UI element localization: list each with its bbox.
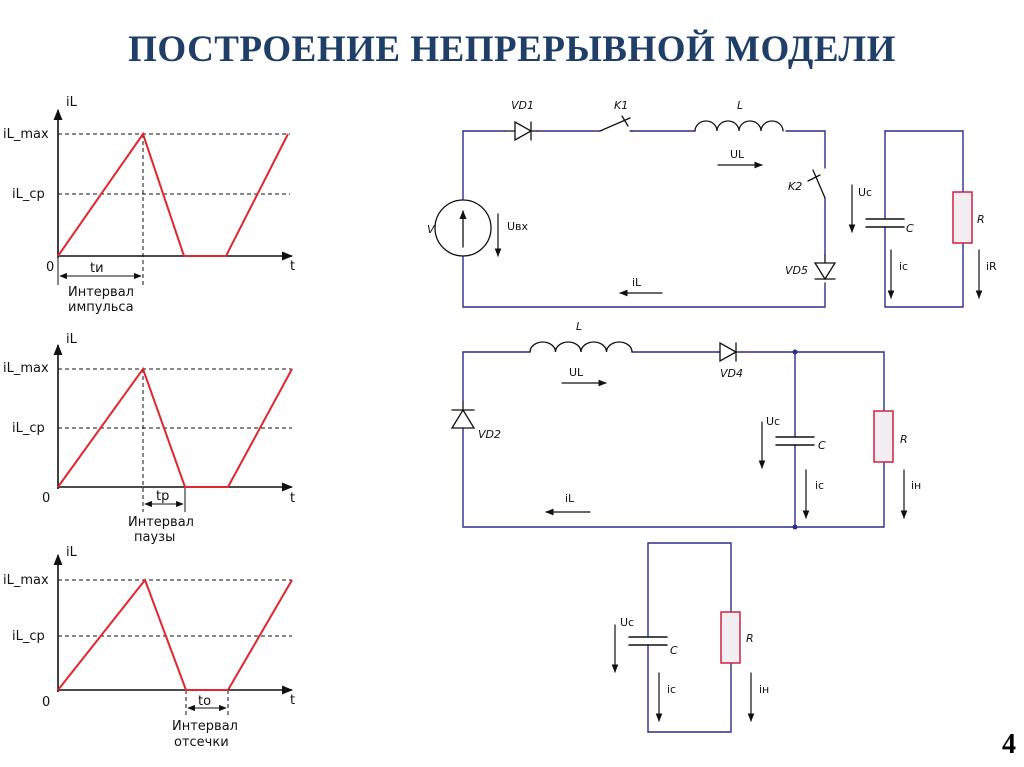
caption-line1: Интервал xyxy=(68,285,134,300)
x-axis-label: t xyxy=(290,693,295,708)
diode-vd1 xyxy=(504,120,538,142)
caption-line2: отсечки xyxy=(174,735,229,750)
label-ic: ic xyxy=(899,260,908,273)
label-v: V xyxy=(427,223,436,236)
y-axis-label: iL xyxy=(66,95,78,110)
max-label: iL_max xyxy=(3,573,49,588)
interval-symbol: to xyxy=(198,694,211,709)
junction-bottom xyxy=(792,524,798,530)
label-uc: Uc xyxy=(766,415,780,428)
capacitor-c xyxy=(865,218,905,228)
resistor-r xyxy=(720,611,741,664)
graph-interval-pause: iL iL_max iL_cp 0 t tp Интервал паузы xyxy=(3,332,295,545)
label-r: R xyxy=(900,433,908,446)
caption-line2: паузы xyxy=(134,530,175,545)
current-waveform xyxy=(57,577,293,691)
circuit-pause: L UL VD4 VD2 Uc C R ic iн iL xyxy=(450,320,921,530)
circuit3-wires xyxy=(647,542,732,733)
caption-line1: Интервал xyxy=(128,515,194,530)
caption-line1: Интервал xyxy=(172,719,238,734)
y-axis-label: iL xyxy=(66,332,78,347)
label-vd4: VD4 xyxy=(720,367,743,380)
page-title: ПОСТРОЕНИЕ НЕПРЕРЫВНОЙ МОДЕЛИ xyxy=(128,29,896,70)
circuit1-wires xyxy=(462,130,964,308)
label-uvx: Uвх xyxy=(507,220,529,233)
label-il: iL xyxy=(565,492,575,505)
current-waveform xyxy=(57,366,293,488)
label-r: R xyxy=(977,213,985,226)
switch-k2 xyxy=(807,169,826,199)
avg-label: iL_cp xyxy=(12,629,45,644)
diode-vd4 xyxy=(717,341,743,363)
junction-top xyxy=(792,349,798,355)
origin-label: 0 xyxy=(42,491,50,506)
switch-k1 xyxy=(599,115,633,132)
label-ih: iн xyxy=(759,683,769,696)
label-r: R xyxy=(746,632,754,645)
caption-line2: импульса xyxy=(68,300,134,315)
current-waveform xyxy=(57,131,289,257)
avg-label: iL_cp xyxy=(12,187,45,202)
interval-symbol: tи xyxy=(90,261,104,276)
label-vd2: VD2 xyxy=(478,428,501,441)
y-axis-label: iL xyxy=(66,545,78,560)
capacitor-c xyxy=(628,636,668,646)
label-ic: ic xyxy=(667,683,676,696)
label-ih: iн xyxy=(911,479,921,492)
label-k1: K1 xyxy=(614,99,628,112)
circuit-cutoff: Uc C R ic iн xyxy=(611,542,769,733)
label-uc: Uc xyxy=(858,186,872,199)
x-axis-label: t xyxy=(290,491,295,506)
page-number: 4 xyxy=(1002,729,1016,760)
circuit2-wires xyxy=(462,351,885,528)
interval-symbol: tp xyxy=(156,489,169,504)
label-l: L xyxy=(737,99,743,112)
voltage-source xyxy=(434,199,492,257)
diode-vd5 xyxy=(813,254,837,281)
label-ul: UL xyxy=(730,148,745,161)
label-c: C xyxy=(670,644,678,657)
circuit-full: VD1 K1 L UL K2 V Uвх VD5 iL Uc C R ic iR xyxy=(427,99,997,308)
resistor-r xyxy=(873,410,894,463)
resistor-r xyxy=(952,191,973,244)
label-vd1: VD1 xyxy=(511,99,534,112)
max-label: iL_max xyxy=(3,361,49,376)
label-ul: UL xyxy=(569,366,584,379)
max-label: iL_max xyxy=(3,127,49,142)
origin-label: 0 xyxy=(46,260,54,275)
label-ir: iR xyxy=(986,260,997,273)
inductor-l xyxy=(529,341,633,353)
label-c: C xyxy=(906,222,914,235)
graph-interval-pulse: iL iL_max iL_cp 0 t tи Интервал импульса xyxy=(3,95,295,315)
label-c: C xyxy=(818,439,826,452)
label-il: iL xyxy=(632,276,642,289)
avg-label: iL_cp xyxy=(12,421,45,436)
graph-interval-cutoff: iL iL_max iL_cp 0 t to Интервал отсечки xyxy=(3,545,295,750)
label-vd5: VD5 xyxy=(785,264,808,277)
label-uc: Uc xyxy=(620,616,634,629)
x-axis-label: t xyxy=(290,259,295,274)
inductor-l xyxy=(694,120,784,132)
capacitor-c xyxy=(775,436,815,446)
diode-vd2 xyxy=(450,401,476,429)
origin-label: 0 xyxy=(42,695,50,710)
label-ic: ic xyxy=(815,479,824,492)
label-k2: K2 xyxy=(788,180,802,193)
label-l: L xyxy=(576,320,582,333)
